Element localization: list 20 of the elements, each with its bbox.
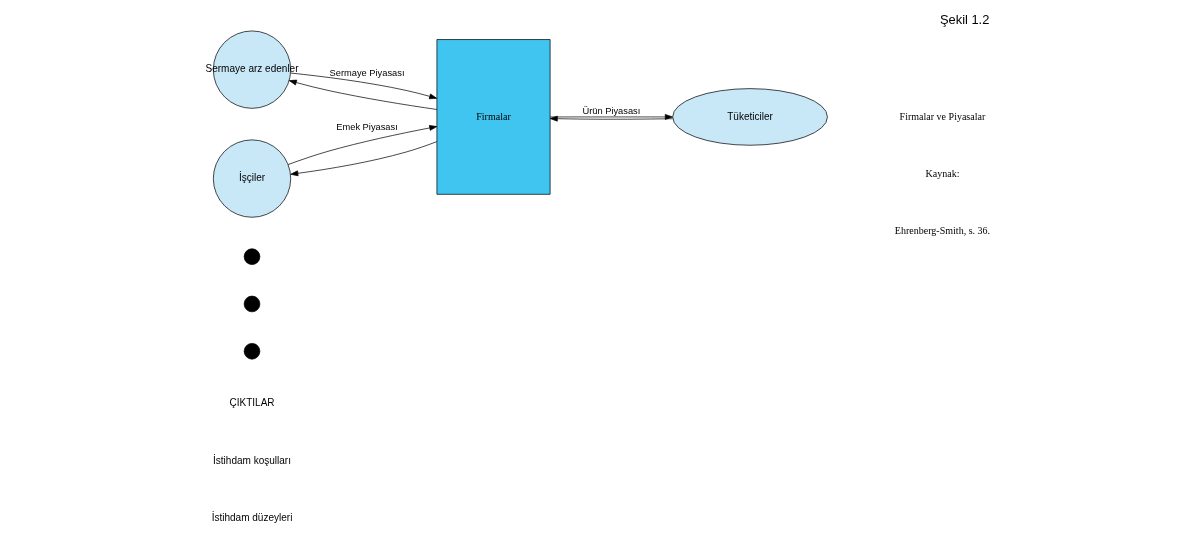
edge-label: Sermaye Piyasası [329, 67, 405, 78]
label: ÇIKTILAR [229, 397, 275, 409]
node-circle: İşçiler [212, 139, 292, 218]
node-circle [243, 343, 261, 360]
edge-label: Emek Piyasası [336, 122, 398, 133]
label: İstihdam koşulları [213, 454, 291, 466]
arrow [288, 79, 438, 110]
arrow [290, 72, 438, 100]
label: Kaynak: [925, 167, 960, 179]
node-circle [243, 248, 261, 265]
arrow [290, 141, 438, 177]
diagram-title: Şekil 1.2 [939, 12, 990, 28]
label: Ehrenberg-Smith, s. 36. [894, 225, 991, 237]
node-ellipse: Tüketiciler [672, 88, 828, 146]
node-box: Firmalar [436, 39, 551, 195]
caption: Firmalar ve Piyasalar [899, 110, 986, 122]
label: İstihdam düzeyleri [211, 511, 293, 523]
edge-label: Ürün Piyasası [582, 106, 641, 117]
arrow [287, 125, 438, 165]
node-circle [243, 295, 261, 313]
